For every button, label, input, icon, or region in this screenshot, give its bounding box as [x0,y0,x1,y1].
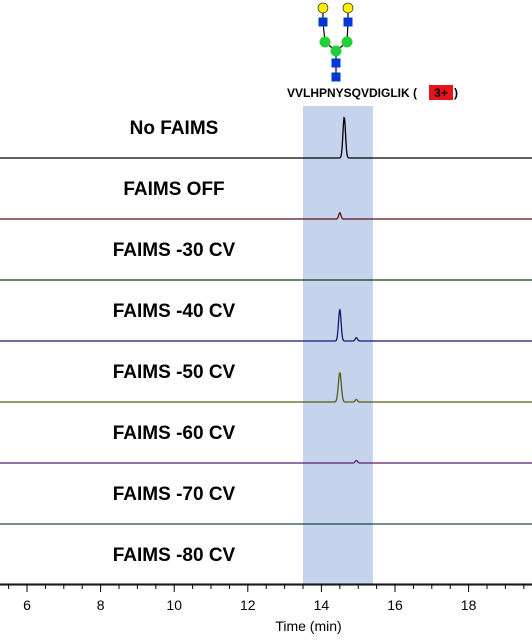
galactose-symbol [317,2,329,14]
trace-line [0,459,532,464]
glcnac-symbol [318,17,328,27]
trace-line [0,371,532,403]
trace-label: FAIMS -80 CV [113,545,236,566]
charge-text: 3+ [434,86,448,100]
peptide-close: ) [454,86,458,100]
traces: No FAIMS FAIMS OFF FAIMS -30 CV FAIMS -40 C… [0,116,532,586]
mannose-symbol [341,36,353,48]
charge-badge: 3+ [429,85,453,100]
trace-label: FAIMS -60 CV [113,423,236,444]
x-axis: 6810121416182Time (min) [0,583,532,634]
trace-label: FAIMS -30 CV [113,240,236,261]
glcnac-symbol [343,17,353,27]
glycan-structure [317,2,354,82]
x-axis-title: Time (min) [275,618,341,634]
galactose-symbol [342,2,354,14]
glcnac-symbol [331,58,341,68]
trace-line [0,212,532,220]
trace-label: FAIMS -50 CV [113,362,236,383]
x-tick-label: 6 [23,597,31,613]
x-tick-label: 18 [461,597,477,613]
x-tick-label: 12 [240,597,256,613]
charge-badge-bg [429,85,453,100]
x-tick-label: 10 [166,597,182,613]
trace-line [0,116,532,159]
x-tick-label: 8 [97,597,105,613]
peptide-label: VVLHPNYSQVDIGLIK () [287,86,458,100]
highlight-band [303,106,373,584]
trace-label: FAIMS OFF [123,179,224,200]
trace-label: FAIMS -40 CV [113,301,236,322]
trace-label: No FAIMS [130,118,219,139]
glcnac-symbol [331,72,341,82]
peptide-sequence: VVLHPNYSQVDIGLIK ( [287,86,417,100]
trace-label: FAIMS -70 CV [113,484,236,505]
x-tick-label: 16 [387,597,403,613]
x-tick-label: 14 [314,597,330,613]
mannose-symbol [319,36,331,48]
trace-line [0,308,532,342]
mannose-symbol [330,45,342,57]
